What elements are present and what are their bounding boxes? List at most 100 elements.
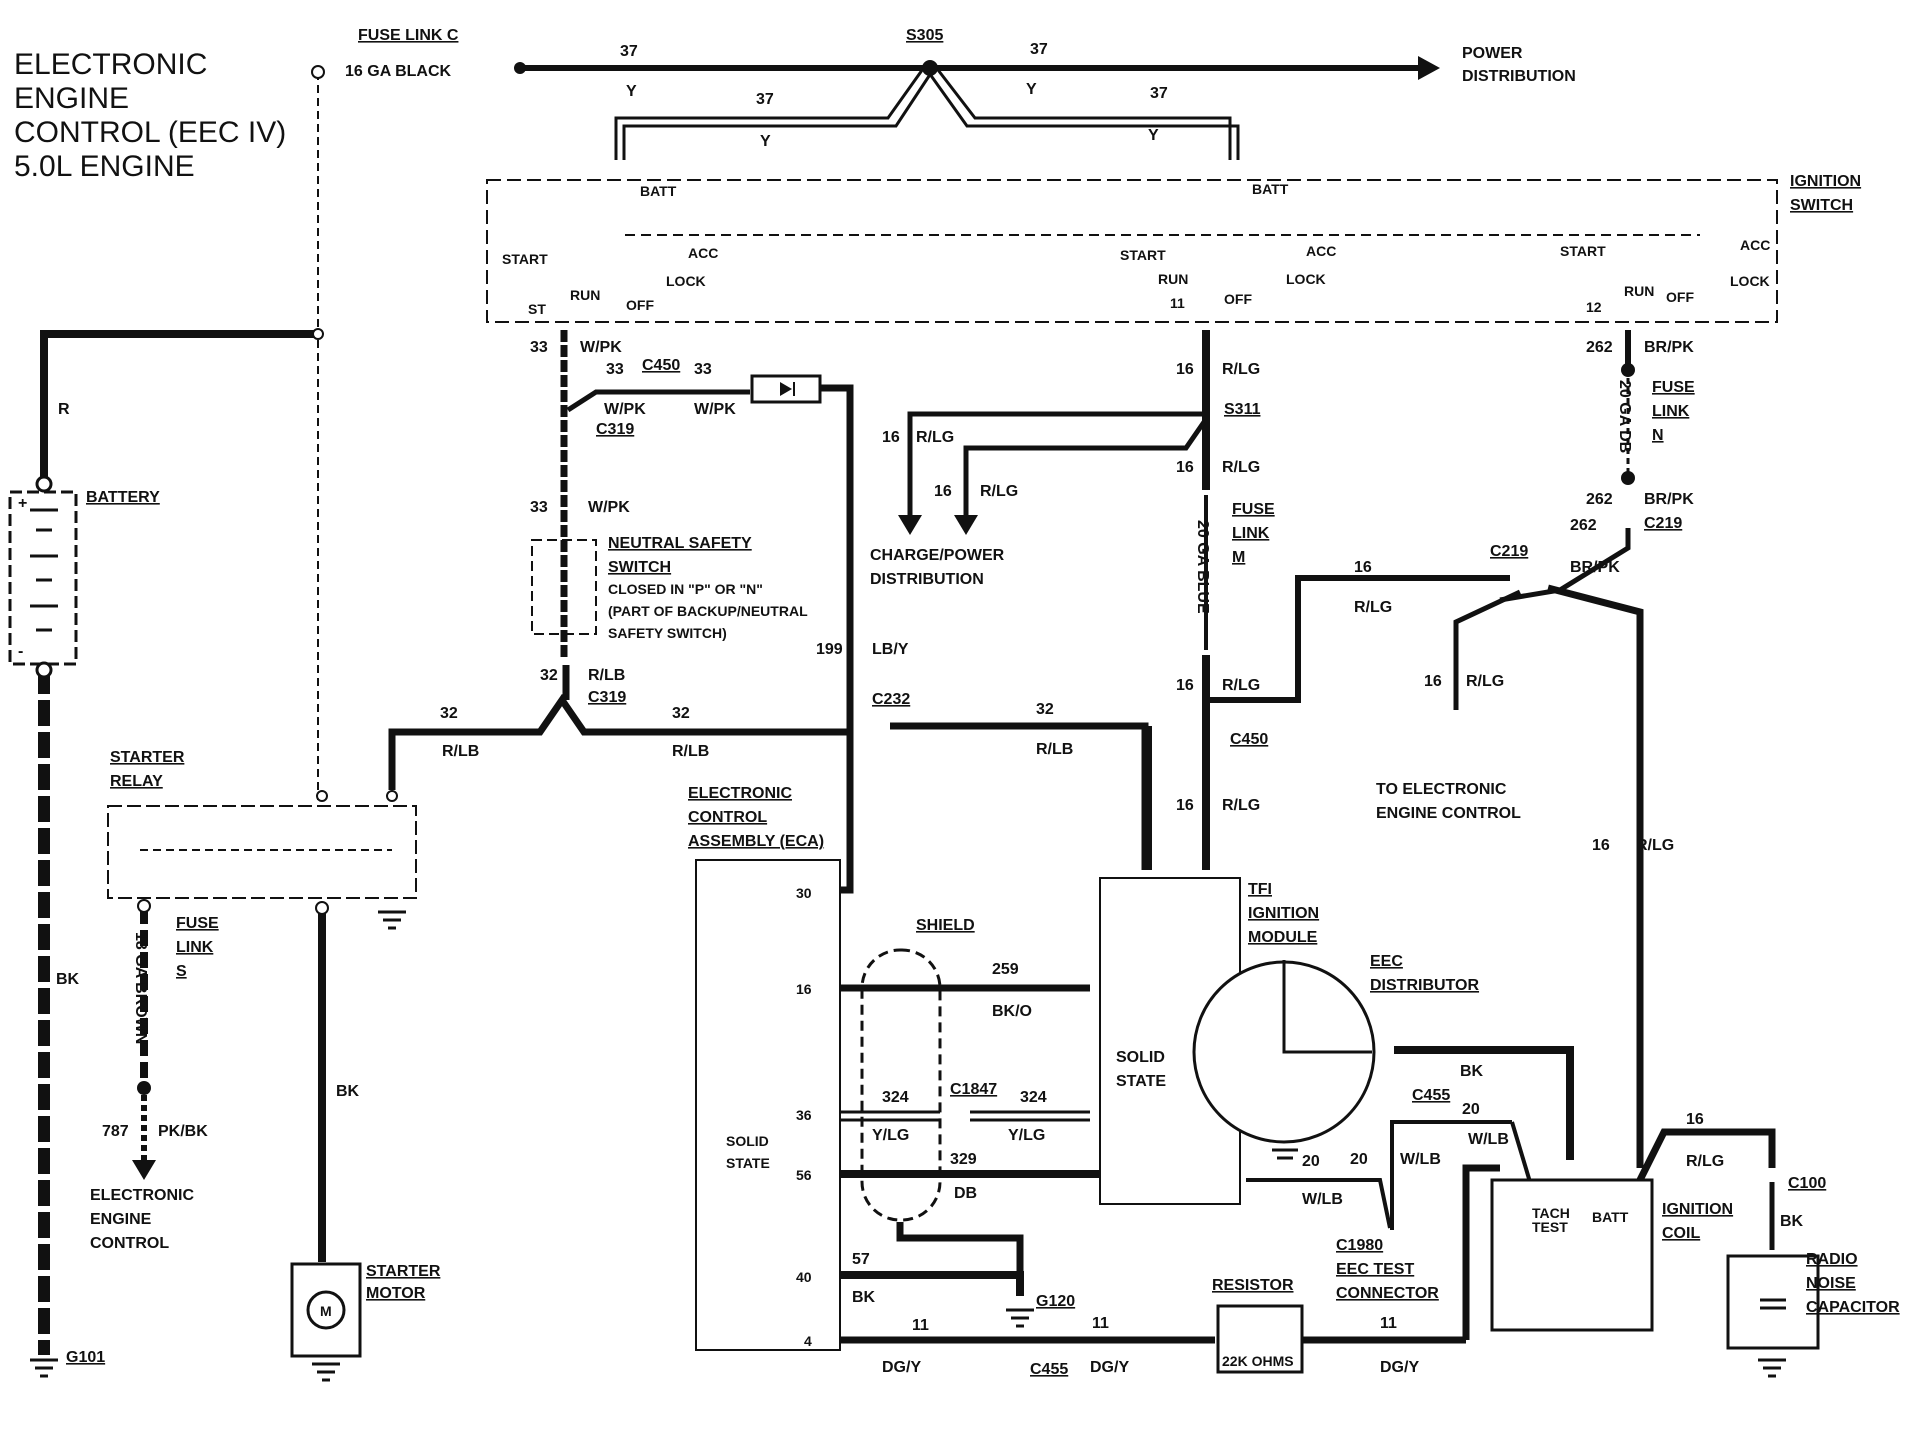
- wire-y-b: Y: [1026, 81, 1037, 98]
- ignition-coil-label-2: COIL: [1662, 1225, 1700, 1242]
- eca-pin-30: 30: [796, 885, 812, 901]
- capacitor-label-1: RADIO: [1806, 1251, 1858, 1268]
- wire-rlg-b: R/LG: [916, 429, 954, 446]
- ignition-switch-label-1: IGNITION: [1790, 173, 1861, 190]
- svg-text:+: +: [18, 495, 27, 512]
- wire-262-a: 262: [1586, 339, 1613, 356]
- eca-pin-56: 56: [796, 1167, 812, 1183]
- tfi-label-1: TFI: [1248, 881, 1272, 898]
- c450-label-a: C450: [642, 357, 680, 374]
- wire-16-f: 16: [1176, 797, 1194, 814]
- wire-ylg-a: Y/LG: [872, 1127, 909, 1144]
- ga-black-label: 16 GA BLACK: [345, 63, 452, 80]
- wire-lby-label: LB/Y: [872, 641, 909, 658]
- c219-label-a: C219: [1644, 515, 1682, 532]
- c455-label-b: C455: [1412, 1087, 1450, 1104]
- battery-label: BATTERY: [86, 489, 160, 506]
- wire-wpk-b: W/PK: [604, 401, 646, 418]
- wire-16-c: 16: [934, 483, 952, 500]
- wire-wpk-a: W/PK: [580, 339, 622, 356]
- run-label-3: RUN: [1624, 283, 1654, 299]
- nss-label-1: NEUTRAL SAFETY: [608, 535, 752, 552]
- wire-262-c: 262: [1570, 517, 1597, 534]
- wire-33-c: 33: [694, 361, 712, 378]
- wire-rlg-c: R/LG: [980, 483, 1018, 500]
- wire-16-h: 16: [1424, 673, 1442, 690]
- start-label-1: START: [502, 251, 548, 267]
- svg-text:-: -: [18, 643, 23, 660]
- wire-pkbk-label: PK/BK: [158, 1123, 208, 1140]
- wire-16-a: 16: [1176, 361, 1194, 378]
- motor-m-label: M: [320, 1303, 332, 1319]
- s305-label: S305: [906, 27, 943, 44]
- wire-y-d: Y: [1148, 127, 1159, 144]
- wire-rlg-f: R/LG: [1222, 797, 1260, 814]
- starter-relay-label-1: STARTER: [110, 749, 185, 766]
- wire-324-b: 324: [1020, 1089, 1047, 1106]
- wire-wlb-b: W/LB: [1400, 1151, 1441, 1168]
- s311-label: S311: [1224, 401, 1261, 418]
- wire-y-c: Y: [760, 133, 771, 150]
- c319-label-b: C319: [588, 689, 626, 706]
- wire-wpk-c: W/PK: [694, 401, 736, 418]
- g120-label: G120: [1036, 1293, 1075, 1310]
- components: + -: [8, 374, 1820, 1374]
- charge-power-label-2: DISTRIBUTION: [870, 571, 984, 588]
- c232-label: C232: [872, 691, 910, 708]
- eca-label-3: ASSEMBLY (ECA): [688, 833, 824, 850]
- wire-rlb-a: R/LB: [588, 667, 625, 684]
- eca-pin-36: 36: [796, 1107, 812, 1123]
- c1980-label: C1980: [1336, 1237, 1383, 1254]
- wire-bko-label: BK/O: [992, 1003, 1032, 1020]
- wire-20-b: 20: [1302, 1153, 1320, 1170]
- wire-11-c: 11: [1380, 1315, 1397, 1332]
- wire-33-a: 33: [530, 339, 548, 356]
- tfi-solid-label: SOLID: [1116, 1049, 1165, 1066]
- wire-16-g: 16: [1354, 559, 1372, 576]
- ignition-coil-label-1: IGNITION: [1662, 1201, 1733, 1218]
- wire-dgy-c: DG/Y: [1380, 1359, 1419, 1376]
- wire-32-d: 32: [1036, 701, 1054, 718]
- wire-16-d: 16: [1176, 459, 1194, 476]
- wire-ylg-b: Y/LG: [1008, 1127, 1045, 1144]
- ga-blue-label: 20 GA BLUE: [1194, 520, 1211, 614]
- wire-rlb-c: R/LB: [672, 743, 709, 760]
- starter-motor-label-1: STARTER: [366, 1263, 441, 1280]
- title-line-4: 5.0L ENGINE: [14, 150, 195, 183]
- lock-label-3: LOCK: [1730, 273, 1770, 289]
- wire-37-b: 37: [1030, 41, 1048, 58]
- wire-r-label: R: [58, 401, 70, 418]
- c450-label-b: C450: [1230, 731, 1268, 748]
- wire-16-b: 16: [882, 429, 900, 446]
- eca-pin-16: 16: [796, 981, 812, 997]
- ohms-label: 22K OHMS: [1222, 1353, 1294, 1369]
- eca-pin-40: 40: [796, 1269, 812, 1285]
- tfi-label-2: IGNITION: [1248, 905, 1319, 922]
- st-label: ST: [528, 301, 546, 317]
- title-line-2: ENGINE: [14, 82, 129, 115]
- eca-pin-4: 4: [804, 1333, 812, 1349]
- wire-324-a: 324: [882, 1089, 909, 1106]
- wire-20-a: 20: [1462, 1101, 1480, 1118]
- capacitor-label-3: CAPACITOR: [1806, 1299, 1900, 1316]
- wire-db-label: DB: [954, 1185, 977, 1202]
- lock-label-2: LOCK: [1286, 271, 1326, 287]
- fuse-link-s-label-1: FUSE: [176, 915, 219, 932]
- off-label-2: OFF: [1224, 291, 1252, 307]
- shield-label: SHIELD: [916, 917, 975, 934]
- wire-16-i: 16: [1592, 837, 1610, 854]
- batt-label-2: BATT: [1252, 181, 1289, 197]
- ga-db-label: 20 GA DB: [1616, 380, 1633, 453]
- wire-199-label: 199: [816, 641, 843, 658]
- wire-brpk-a: BR/PK: [1644, 339, 1694, 356]
- wire-rlg-h: R/LG: [1466, 673, 1504, 690]
- ground-icons: [30, 910, 1786, 1382]
- run-label-1: RUN: [570, 287, 600, 303]
- wire-bk-label-4: BK: [1460, 1063, 1484, 1080]
- wire-rlb-d: R/LB: [1036, 741, 1073, 758]
- tfi-state-label: STATE: [1116, 1073, 1166, 1090]
- labels: ELECTRONIC ENGINE CONTROL (EEC IV) 5.0L …: [14, 27, 1900, 1378]
- wire-259-label: 259: [992, 961, 1019, 978]
- fuse-link-n-label-1: FUSE: [1652, 379, 1695, 396]
- start-label-2: START: [1120, 247, 1166, 263]
